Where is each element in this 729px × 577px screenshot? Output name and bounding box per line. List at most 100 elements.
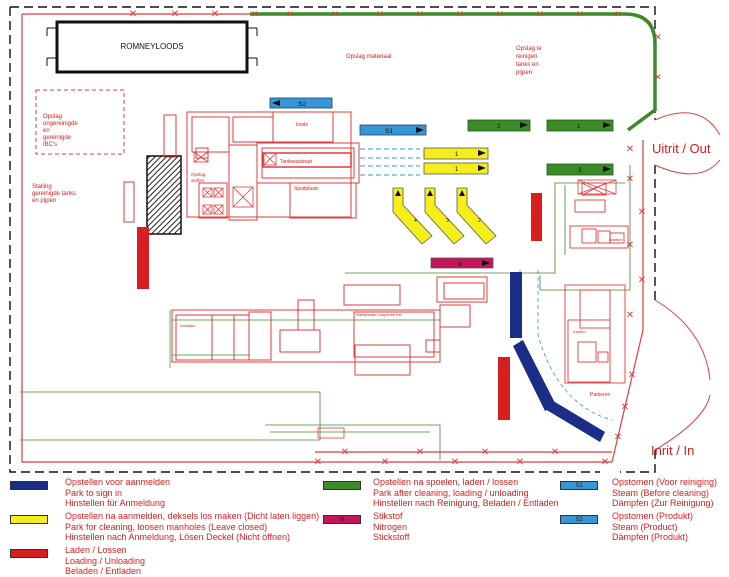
steam-spot-s2: S2 [269, 97, 333, 109]
svg-text:✕: ✕ [456, 9, 464, 19]
svg-text:Tankwasstraat: Tankwasstraat [280, 159, 313, 165]
legend-item: Opstomen (Voor reiniging)Steam (Before c… [612, 477, 717, 509]
svg-text:✕: ✕ [516, 457, 524, 468]
red-fence [21, 13, 644, 463]
svg-text:Stalling: Stalling [32, 184, 52, 190]
svg-text:✕: ✕ [626, 144, 634, 155]
romneyloods-building: ROMNEYLOODS [46, 20, 258, 74]
uitrit-label: Uitrit / Out [652, 141, 711, 156]
vulstation-label: Vulstation [180, 324, 195, 328]
svg-text:Spuitplaats: Spuitplaats [294, 186, 319, 192]
svg-text:✕: ✕ [416, 447, 424, 458]
svg-text:✕: ✕ [331, 9, 339, 19]
svg-text:✕: ✕ [481, 447, 489, 458]
inrit-label: Inrit / In [651, 443, 694, 458]
blue-spot-1 [510, 272, 522, 338]
legend-line: Hinstellen für Anmeldung [65, 498, 166, 508]
lower-shed [317, 427, 345, 439]
svg-text:✕: ✕ [628, 370, 636, 381]
svg-text:reinigen: reinigen [516, 54, 537, 60]
legend-line: Steam (Before cleaning) [612, 487, 710, 498]
svg-text:✕: ✕ [129, 9, 137, 20]
yellow-spot-1b: 1 [423, 162, 489, 175]
red-unload-left [137, 227, 149, 289]
yellow-spot-2: 2 [456, 187, 497, 245]
svg-text:✕: ✕ [638, 207, 646, 218]
legend-line: Park to sign in [65, 487, 123, 498]
hatched-building [146, 155, 182, 235]
svg-text:✕: ✕ [551, 447, 559, 458]
svg-text:✕: ✕ [601, 457, 609, 468]
yellow-spot-1a: 1 [423, 147, 489, 160]
parkeren-label: Parkeren [590, 392, 611, 398]
green-spot-2: 1 [546, 119, 614, 132]
legend-swatch-steam: S2 [560, 515, 598, 524]
legend-line: Opstellen voor aanmelden [65, 477, 171, 487]
steam-spot-s1: S1 [359, 124, 427, 136]
svg-text:✕: ✕ [416, 9, 424, 19]
legend-line: Dämpfen (Produkt) [612, 532, 689, 542]
svg-text:stoffen: stoffen [191, 178, 205, 183]
svg-text:S2: S2 [298, 101, 306, 108]
svg-text:en: en [43, 128, 50, 134]
svg-text:pijpen: pijpen [516, 70, 532, 76]
legend-line: Nitrogen [373, 521, 408, 532]
svg-text:gereinigde tanks: gereinigde tanks [32, 191, 76, 197]
legend-line: Beladen / Entladen [65, 566, 142, 576]
ibc-storage-area [35, 89, 125, 155]
svg-text:✕: ✕ [654, 32, 662, 42]
romneyloods-label: ROMNEYLOODS [120, 42, 183, 51]
svg-text:1: 1 [455, 167, 459, 173]
svg-text:4: 4 [414, 218, 417, 224]
legend-swatch-yellow [10, 515, 48, 524]
werkplaats-label: Werkplaats / inspectie hal [356, 312, 402, 317]
svg-text:ongereinigde: ongereinigde [43, 121, 78, 127]
legend-swatch-steam: S1 [560, 481, 598, 490]
svg-text:✕: ✕ [536, 9, 544, 19]
legend-swatch-blue [10, 481, 48, 490]
svg-text:✕: ✕ [376, 9, 384, 19]
svg-text:1: 1 [455, 152, 459, 158]
workshop-building [171, 276, 488, 376]
legend-line: Stickstoff [373, 532, 410, 542]
legend-line: Steam (Product) [612, 521, 678, 532]
svg-text:1: 1 [577, 124, 581, 130]
blue-spot-2 [513, 340, 556, 411]
office-building [564, 182, 629, 384]
svg-text:✕: ✕ [171, 9, 179, 20]
legend-line: Opstomen (Produkt) [612, 511, 694, 521]
svg-text:✕: ✕ [381, 457, 389, 468]
legend-swatch-magenta: N [323, 515, 361, 524]
svg-text:IBC's: IBC's [43, 142, 57, 148]
legend-line: Hinstellen nach Anmeldung, Lösen Deckel … [65, 532, 290, 542]
kantine-label: Kantine [609, 237, 623, 242]
svg-text:3: 3 [578, 168, 582, 174]
svg-text:N: N [458, 262, 462, 268]
green-fence [250, 12, 657, 132]
svg-text:✕: ✕ [314, 457, 322, 468]
svg-text:✕: ✕ [638, 275, 646, 286]
legend-swatch-red [10, 549, 48, 558]
svg-text:✕: ✕ [496, 9, 504, 19]
svg-text:Opslag: Opslag [43, 114, 62, 120]
kanten-label: Kanten [573, 329, 586, 334]
svg-text:✕: ✕ [576, 9, 584, 19]
svg-text:✕: ✕ [626, 310, 634, 321]
svg-text:Opslag: Opslag [191, 172, 206, 177]
svg-text:✕: ✕ [251, 9, 259, 19]
green-spot-1: 2 [467, 119, 531, 132]
nitrogen-spot: N [430, 257, 494, 269]
svg-text:✕: ✕ [451, 457, 459, 468]
svg-text:✕: ✕ [211, 9, 219, 20]
gate-arcs [654, 112, 721, 451]
red-loading-spot-1 [531, 193, 542, 241]
red-loading-spot-2 [498, 357, 510, 420]
svg-text:✕: ✕ [614, 432, 622, 443]
small-shed [123, 181, 135, 223]
green-fence-markers: ✕✕✕ ✕✕✕ ✕✕✕ ✕✕✕ [251, 9, 662, 82]
svg-text:✕: ✕ [341, 447, 349, 458]
